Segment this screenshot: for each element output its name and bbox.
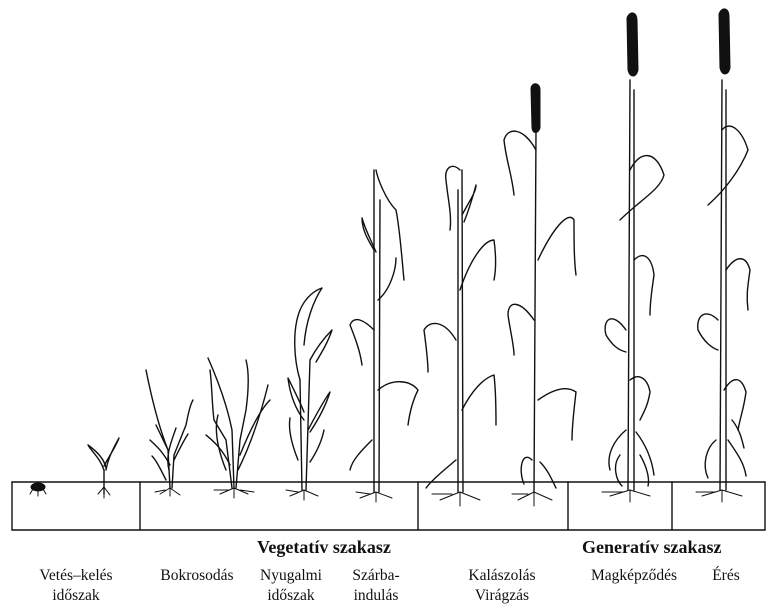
plant-ripening xyxy=(696,9,750,502)
stage-stem-line2: indulás xyxy=(340,586,412,606)
ear-seed xyxy=(627,13,638,76)
plant-seed-formation xyxy=(602,13,664,502)
stage-sowing-line2: időszak xyxy=(26,586,126,606)
stage-tillering-line1: Bokrosodás xyxy=(148,566,246,586)
stage-label-ripening: Érés xyxy=(698,566,754,586)
stage-label-seed: Magképződés xyxy=(580,566,688,586)
stage-sowing-line1: Vetés–kelés xyxy=(26,566,126,586)
stage-label-tillering: Bokrosodás xyxy=(148,566,246,586)
stage-label-heading: Kalászolás Virágzás xyxy=(452,566,552,606)
ear-ripening xyxy=(719,9,730,74)
stage-stem-line1: Szárba- xyxy=(340,566,412,586)
stage-heading-line2: Virágzás xyxy=(452,586,552,606)
plant-flowering xyxy=(504,84,576,506)
ear-flowering xyxy=(531,84,540,133)
stage-seed-line1: Magképződés xyxy=(580,566,688,586)
stage-dormancy-line1: Nyugalmi xyxy=(248,566,334,586)
plant-seed xyxy=(30,483,46,496)
plant-seedling xyxy=(88,438,119,498)
stage-label-dormancy: Nyugalmi időszak xyxy=(248,566,334,606)
stage-label-stem: Szárba- indulás xyxy=(340,566,412,606)
header-generative: Generatív szakasz xyxy=(582,537,721,558)
stage-label-sowing: Vetés–kelés időszak xyxy=(26,566,126,606)
plant-stem-elongation xyxy=(350,170,418,502)
plant-tillering-young xyxy=(146,370,193,496)
stage-heading-line1: Kalászolás xyxy=(452,566,552,586)
plant-heading xyxy=(424,166,496,506)
header-vegetative: Vegetatív szakasz xyxy=(257,537,391,558)
plant-tillering-full xyxy=(206,358,270,498)
plant-dormancy xyxy=(286,288,332,500)
stage-dormancy-line2: időszak xyxy=(248,586,334,606)
stage-ripening-line1: Érés xyxy=(698,566,754,586)
